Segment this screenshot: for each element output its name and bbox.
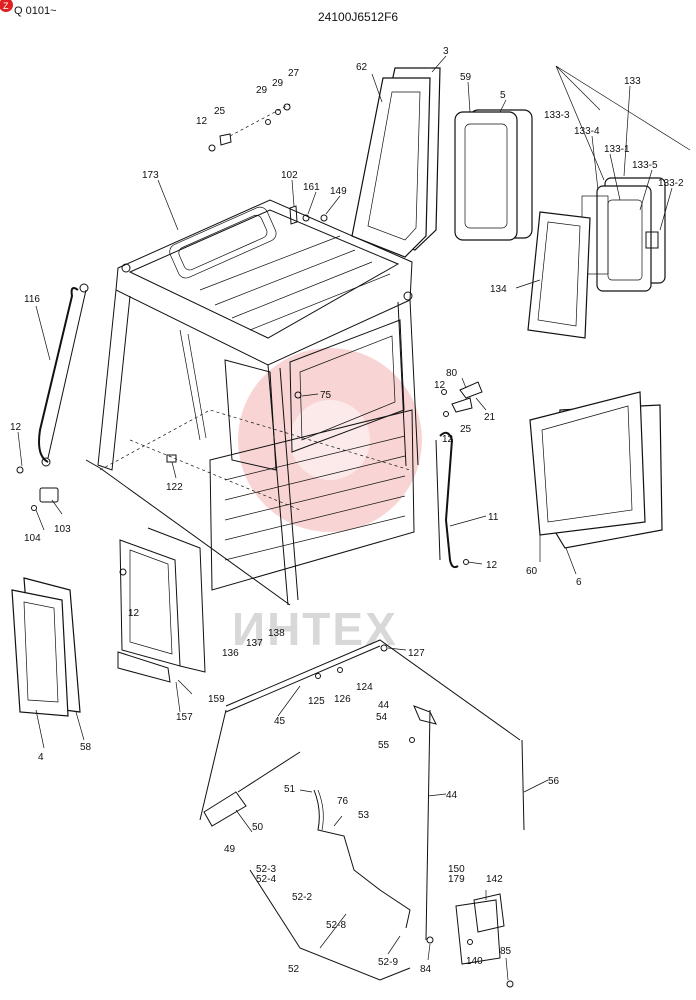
label-136: 136	[222, 648, 239, 659]
window-59-5	[454, 109, 533, 241]
label-27: 27	[288, 68, 300, 79]
label-53: 53	[358, 810, 370, 821]
door-glass-60-6	[529, 391, 663, 549]
label-12-handrail: 12	[486, 560, 498, 571]
watermark: ИНТЕХ	[232, 348, 422, 655]
label-60: 60	[526, 566, 538, 577]
frame-157-159	[117, 527, 206, 683]
label-134: 134	[490, 284, 507, 295]
label-59: 59	[460, 72, 472, 83]
label-44-lower: 44	[446, 790, 458, 801]
label-52-2: 52-2	[292, 892, 312, 903]
label-12-right-upper: 12	[434, 380, 446, 391]
label-138: 138	[268, 628, 285, 639]
watermark-text: ИНТЕХ	[232, 603, 398, 655]
label-133-5: 133-5	[632, 160, 658, 171]
label-150: 150	[448, 864, 465, 875]
label-173: 173	[142, 170, 159, 181]
small-parts	[16, 381, 483, 565]
label-55: 55	[378, 740, 390, 751]
window-134	[527, 211, 591, 339]
window-133-assembly	[581, 177, 666, 292]
label-142: 142	[486, 874, 503, 885]
header: Z Q 0101~ 24100J6512F6	[0, 0, 398, 24]
label-52-8: 52-8	[326, 920, 346, 931]
window-3-62	[351, 67, 441, 258]
label-51: 51	[284, 784, 296, 795]
label-133: 133	[624, 76, 641, 87]
label-3: 3	[443, 46, 449, 57]
window-4-58	[11, 577, 81, 717]
label-102: 102	[281, 170, 298, 181]
label-21: 21	[484, 412, 496, 423]
label-12-frame: 12	[128, 608, 140, 619]
label-75: 75	[320, 390, 332, 401]
label-54: 54	[376, 712, 388, 723]
label-45: 45	[274, 716, 286, 727]
label-56: 56	[548, 776, 560, 787]
leader-lines	[17, 55, 691, 981]
label-85: 85	[500, 946, 512, 957]
label-133-4: 133-4	[574, 126, 600, 137]
label-11: 11	[488, 512, 499, 523]
label-6: 6	[576, 577, 582, 588]
label-122: 122	[166, 482, 183, 493]
label-52-9: 52-9	[378, 957, 398, 968]
label-126: 126	[334, 694, 351, 705]
label-133-1: 133-1	[604, 144, 630, 155]
badge-icon	[0, 0, 13, 12]
label-125: 125	[308, 696, 325, 707]
label-52-4: 52-4	[256, 874, 276, 885]
label-159: 159	[208, 694, 225, 705]
label-149: 149	[330, 186, 347, 197]
top-small-parts	[208, 103, 328, 225]
label-25-right: 25	[460, 424, 472, 435]
label-133-3: 133-3	[544, 110, 570, 121]
header-badge: Z	[3, 1, 9, 11]
header-serial: Q 0101~	[14, 5, 57, 17]
label-29-lower: 29	[256, 85, 268, 96]
label-62: 62	[356, 62, 368, 73]
label-133-2: 133-2	[658, 178, 684, 189]
handrail-116	[38, 283, 89, 467]
label-161: 161	[303, 182, 320, 193]
label-179: 179	[448, 874, 465, 885]
label-127: 127	[408, 648, 425, 659]
part-labels: 3 62 59 5 133 133-3 133-4 133-1 133-5 13…	[10, 46, 684, 975]
label-12-right-lower: 12	[442, 434, 454, 445]
label-137: 137	[246, 638, 263, 649]
label-29-upper: 29	[272, 78, 284, 89]
label-50: 50	[252, 822, 264, 833]
label-80: 80	[446, 368, 458, 379]
label-76: 76	[337, 796, 349, 807]
label-116: 116	[24, 294, 40, 305]
label-157: 157	[176, 712, 193, 723]
label-103: 103	[54, 524, 71, 535]
label-84: 84	[420, 964, 432, 975]
header-part-code: 24100J6512F6	[318, 10, 398, 24]
label-104: 104	[24, 533, 41, 544]
label-58: 58	[80, 742, 92, 753]
label-44-upper: 44	[378, 700, 390, 711]
label-25-top: 25	[214, 106, 226, 117]
label-4: 4	[38, 752, 44, 763]
label-124: 124	[356, 682, 373, 693]
label-140: 140	[466, 956, 483, 967]
label-5: 5	[500, 90, 506, 101]
cab-body	[85, 199, 419, 606]
label-12-left: 12	[10, 422, 22, 433]
wiper-assembly	[199, 639, 525, 988]
handrail-11	[435, 431, 459, 569]
label-49: 49	[224, 844, 236, 855]
label-52-3: 52-3	[256, 864, 276, 875]
label-12-top: 12	[196, 116, 208, 127]
label-52: 52	[288, 964, 300, 975]
